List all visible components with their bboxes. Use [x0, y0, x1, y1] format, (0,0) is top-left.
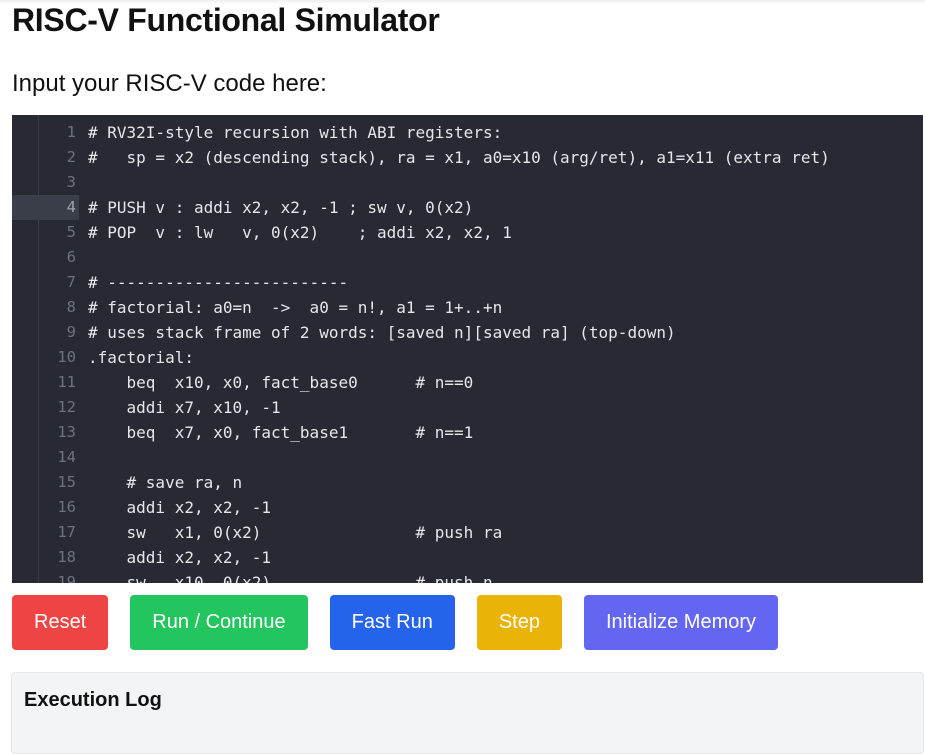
line-number: 5 — [66, 223, 76, 241]
execution-log-title: Execution Log — [24, 689, 162, 711]
line-number: 9 — [66, 323, 76, 341]
line-number: 18 — [57, 548, 76, 566]
code-line[interactable]: 7 # ------------------------- — [12, 270, 923, 295]
code-text: # save ra, n — [88, 473, 243, 492]
initialize-memory-button[interactable]: Initialize Memory — [583, 595, 779, 650]
line-number: 8 — [66, 298, 76, 316]
code-text: # POP v : lw v, 0(x2) ; addi x2, x2, 1 — [88, 223, 512, 242]
line-number: 11 — [57, 373, 76, 391]
code-text: addi x2, x2, -1 — [88, 548, 272, 567]
code-line[interactable]: 9 # uses stack frame of 2 words: [saved n… — [12, 320, 923, 345]
code-line[interactable]: 14 — [12, 445, 923, 470]
line-number: 15 — [57, 473, 76, 491]
line-number: 3 — [66, 173, 76, 191]
code-line[interactable]: 19 sw x10, 0(x2) # push n — [12, 570, 923, 583]
line-number: 19 — [57, 573, 76, 583]
reset-button[interactable]: Reset — [12, 595, 109, 650]
line-number: 4 — [66, 198, 76, 216]
line-number: 7 — [66, 273, 76, 291]
editor-gutter — [12, 115, 39, 583]
code-line[interactable]: 12 addi x7, x10, -1 — [12, 395, 923, 420]
code-text: # PUSH v : addi x2, x2, -1 ; sw v, 0(x2) — [88, 198, 474, 217]
code-text: sw x10, 0(x2) # push n — [88, 573, 493, 583]
code-line[interactable]: 6 — [12, 245, 923, 270]
line-number: 12 — [57, 398, 76, 416]
code-line[interactable]: 10 .factorial: — [12, 345, 923, 370]
code-text: # sp = x2 (descending stack), ra = x1, a… — [88, 148, 830, 167]
line-number: 16 — [57, 498, 76, 516]
code-text: beq x7, x0, fact_base1 # n==1 — [88, 423, 474, 442]
control-buttons: Reset Run / Continue Fast Run Step Initi… — [12, 595, 779, 650]
code-line[interactable]: 2 # sp = x2 (descending stack), ra = x1, … — [12, 145, 923, 170]
top-shadow — [0, 0, 925, 4]
line-number: 10 — [57, 348, 76, 366]
code-text: # ------------------------- — [88, 273, 349, 292]
code-text: # RV32I-style recursion with ABI registe… — [88, 123, 503, 142]
code-editor[interactable]: 1 # RV32I-style recursion with ABI regist… — [12, 115, 923, 583]
code-text: beq x10, x0, fact_base0 # n==0 — [88, 373, 474, 392]
code-text: .factorial: — [88, 348, 194, 367]
code-line[interactable]: 5 # POP v : lw v, 0(x2) ; addi x2, x2, 1 — [12, 220, 923, 245]
code-line[interactable]: 13 beq x7, x0, fact_base1 # n==1 — [12, 420, 923, 445]
code-line[interactable]: 15 # save ra, n — [12, 470, 923, 495]
execution-log-panel: Execution Log — [11, 672, 924, 754]
active-line-highlight — [12, 195, 79, 220]
code-line[interactable]: 8 # factorial: a0=n -> a0 = n!, a1 = 1+..… — [12, 295, 923, 320]
line-number: 2 — [66, 148, 76, 166]
code-text: addi x2, x2, -1 — [88, 498, 272, 517]
code-text: addi x7, x10, -1 — [88, 398, 281, 417]
code-line[interactable]: 1 # RV32I-style recursion with ABI regist… — [12, 120, 923, 145]
line-number: 17 — [57, 523, 76, 541]
step-button[interactable]: Step — [476, 595, 562, 650]
line-number: 14 — [57, 448, 76, 466]
code-text: # uses stack frame of 2 words: [saved n]… — [88, 323, 676, 342]
code-text: # factorial: a0=n -> a0 = n!, a1 = 1+..+… — [88, 298, 503, 317]
input-label: Input your RISC-V code here: — [12, 70, 327, 97]
run-continue-button[interactable]: Run / Continue — [130, 595, 308, 650]
line-number: 13 — [57, 423, 76, 441]
line-number: 1 — [66, 123, 76, 141]
page-title: RISC-V Functional Simulator — [12, 2, 440, 38]
fast-run-button[interactable]: Fast Run — [329, 595, 455, 650]
code-text: sw x1, 0(x2) # push ra — [88, 523, 503, 542]
code-line[interactable]: 11 beq x10, x0, fact_base0 # n==0 — [12, 370, 923, 395]
code-line[interactable]: 17 sw x1, 0(x2) # push ra — [12, 520, 923, 545]
code-line[interactable]: 18 addi x2, x2, -1 — [12, 545, 923, 570]
code-line[interactable]: 3 — [12, 170, 923, 195]
line-number: 6 — [66, 248, 76, 266]
code-line[interactable]: 4 # PUSH v : addi x2, x2, -1 ; sw v, 0(x2… — [12, 195, 923, 220]
code-line[interactable]: 16 addi x2, x2, -1 — [12, 495, 923, 520]
